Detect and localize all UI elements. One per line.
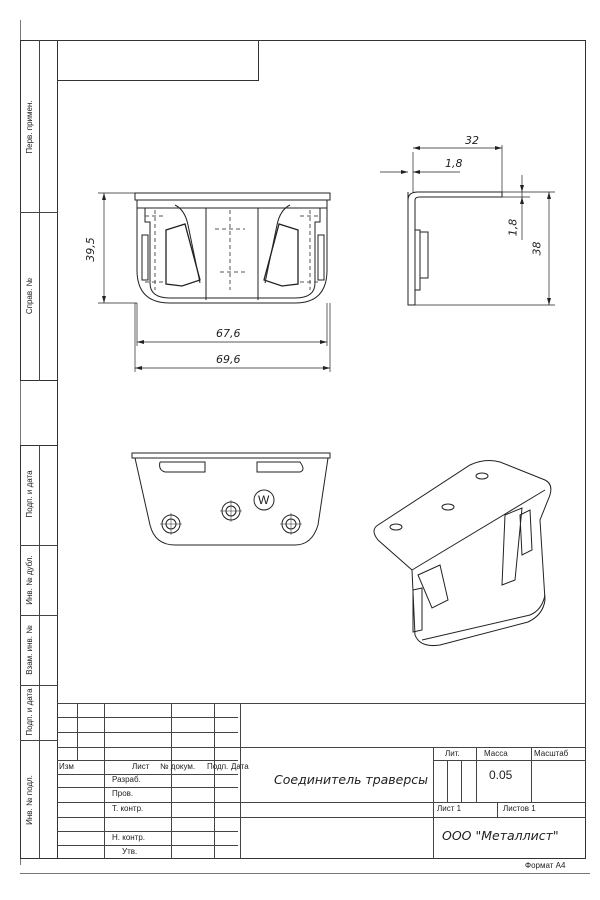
- side-strip-row: [20, 212, 58, 213]
- tb-line: [57, 732, 238, 733]
- sheet-number: Лист 1: [437, 804, 462, 813]
- front-view: [98, 192, 331, 372]
- dim-front-outer-width: 69,6: [216, 353, 241, 366]
- dim-front-height: 39,5: [83, 237, 97, 262]
- organization: ООО "Металлист": [442, 828, 559, 843]
- lit-label: Лит.: [445, 749, 460, 758]
- format-label: Формат А4: [525, 861, 566, 870]
- tb-line: [447, 760, 448, 802]
- role-approved: Утв.: [122, 847, 138, 856]
- side-strip-divider: [39, 445, 40, 859]
- role-developer: Разраб.: [112, 775, 141, 784]
- header-doc-no: № докум.: [160, 762, 196, 771]
- dim-side-thickness-top: 1,8: [445, 157, 463, 170]
- header-izm: Изм: [59, 762, 74, 771]
- mass-label: Масса: [484, 749, 508, 758]
- tb-line: [57, 802, 586, 803]
- tb-line: [461, 760, 462, 802]
- bottom-view: [131, 452, 331, 546]
- dim-front-inner-width: 67,6: [216, 327, 241, 340]
- side-strip-row: [20, 545, 58, 546]
- dim-side-height: 38: [530, 241, 544, 256]
- tb-line: [57, 787, 238, 788]
- tb-line: [57, 774, 238, 775]
- header-date: Дата: [231, 762, 249, 771]
- side-strip-row: [20, 685, 58, 686]
- tb-line: [531, 747, 532, 802]
- tb-line: [57, 831, 238, 832]
- tb-line: [433, 760, 586, 761]
- tb-line: [57, 747, 586, 748]
- tb-line: [57, 817, 586, 818]
- tb-line: [240, 703, 241, 859]
- side-strip-row: [20, 740, 58, 741]
- dim-side-thickness-right: 1,8: [506, 218, 520, 237]
- dim-side-length: 32: [465, 134, 479, 147]
- bottom-border: [20, 873, 590, 874]
- role-norm-control: Н. контр.: [112, 833, 146, 842]
- tb-line: [171, 703, 172, 859]
- tb-line: [77, 703, 78, 760]
- side-strip-divider: [39, 40, 40, 381]
- drawing-name: Соединитель траверсы: [274, 772, 429, 787]
- tb-line: [214, 703, 215, 859]
- tb-line: [104, 703, 105, 859]
- sheets-total: Листов 1: [503, 804, 536, 813]
- scale-label: Масштаб: [534, 749, 569, 758]
- tb-line: [57, 845, 238, 846]
- tb-line: [57, 760, 238, 761]
- tb-line: [57, 717, 238, 718]
- tb-line: [476, 747, 477, 802]
- header-list: Лист: [132, 762, 150, 771]
- role-tech-control: Т. контр.: [112, 804, 144, 813]
- tb-line: [497, 802, 498, 817]
- isometric-view: [373, 460, 552, 646]
- mass-value: 0.05: [489, 768, 513, 782]
- header-sign: Подп.: [207, 762, 229, 771]
- w-marking: W: [258, 493, 270, 507]
- outer-border-left: [20, 20, 21, 865]
- role-checker: Пров.: [112, 789, 134, 798]
- tb-line: [57, 703, 586, 704]
- side-view: [380, 145, 555, 306]
- side-strip-row: [20, 615, 58, 616]
- tb-line: [433, 747, 434, 859]
